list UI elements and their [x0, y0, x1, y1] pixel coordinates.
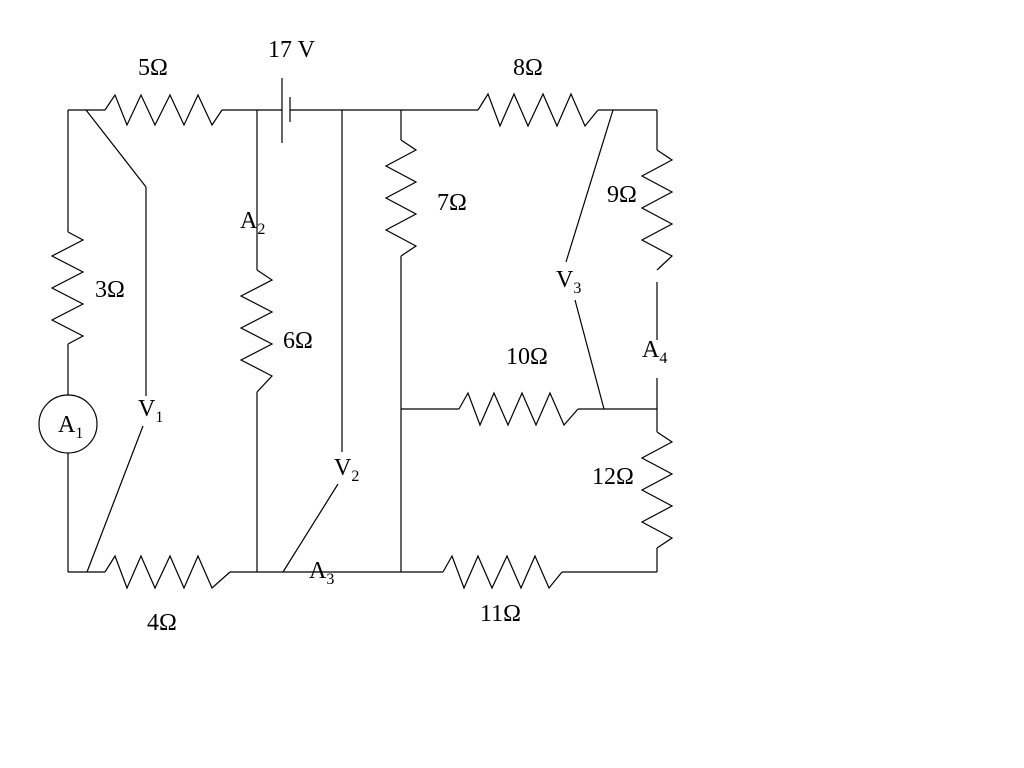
voltmeter-v2-label: V2: [334, 455, 359, 485]
ammeter-a3-label: A3: [309, 558, 334, 588]
resistor-3-ohm: [50, 231, 85, 345]
branch-7-ohm: [384, 110, 418, 572]
battery-label: 17 V: [268, 37, 316, 63]
resistor-4-ohm: [104, 554, 231, 590]
resistor-8-ohm-label: 8Ω: [513, 55, 543, 81]
resistor-12-ohm-label: 12Ω: [592, 464, 634, 490]
resistor-3-ohm-label: 3Ω: [95, 277, 125, 303]
branch-6-ohm: [239, 110, 274, 572]
ammeter-a2-label: A2: [240, 208, 265, 238]
branch-10-ohm: [401, 391, 657, 427]
resistor-9-ohm: [640, 149, 674, 271]
left-branch: [38, 110, 98, 572]
resistor-5-ohm: [104, 93, 223, 127]
resistor-7-ohm-label: 7Ω: [437, 190, 467, 216]
resistor-5-ohm-label: 5Ω: [138, 55, 168, 81]
resistor-10-ohm: [458, 391, 579, 427]
voltmeter-v3-lead-top: [565, 109, 614, 263]
right-branch: [640, 110, 674, 572]
resistor-9-ohm-label: 9Ω: [607, 182, 637, 208]
resistor-12-ohm: [640, 431, 674, 549]
resistor-8-ohm: [477, 92, 599, 128]
ammeter-a4-label: A4: [642, 337, 667, 367]
resistor-6-ohm: [239, 269, 274, 393]
voltmeter-v3-lead-bottom: [574, 299, 605, 410]
voltmeter-v1-lead-top-a: [85, 109, 147, 188]
ammeter-a1-label: A1: [58, 412, 83, 442]
resistor-6-ohm-label: 6Ω: [283, 328, 313, 354]
resistor-4-ohm-label: 4Ω: [147, 610, 177, 636]
resistor-11-ohm: [442, 554, 563, 590]
resistor-7-ohm: [384, 139, 418, 257]
voltmeter-v1-label: V1: [138, 396, 163, 426]
voltmeter-v2-lead-bottom: [282, 483, 339, 573]
voltmeter-v1-lead-bottom: [86, 425, 144, 573]
resistor-11-ohm-label: 11Ω: [480, 601, 521, 627]
voltmeter-v3-label: V3: [556, 267, 581, 297]
resistor-10-ohm-label: 10Ω: [506, 344, 548, 370]
battery-17v: [281, 78, 291, 143]
